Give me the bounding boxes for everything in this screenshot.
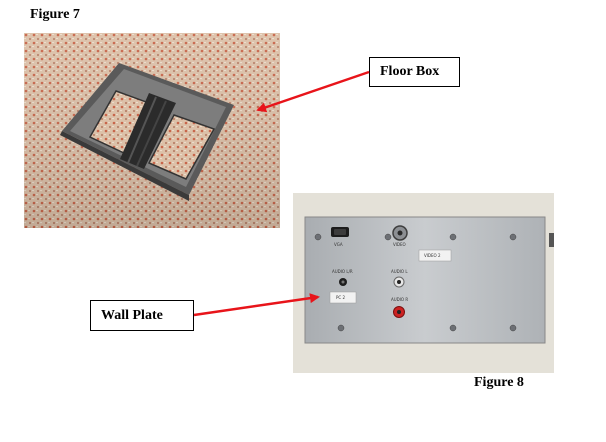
figure-7-caption: Figure 7	[30, 7, 80, 22]
screw-icons	[314, 233, 517, 332]
floor-box-photo	[24, 33, 280, 228]
plate-label-video: VIDEO	[393, 242, 406, 247]
plate-label-pc2: PC 2	[336, 295, 345, 300]
wall-plate: VGA VIDEO VIDEO 2 AUDIO L/R AUDIO L PC 2…	[304, 216, 546, 344]
plate-label-audio-lr: AUDIO L/R	[332, 269, 353, 274]
floor-box	[60, 63, 234, 201]
wall-plate-photo: VGA VIDEO VIDEO 2 AUDIO L/R AUDIO L PC 2…	[293, 193, 554, 373]
plate-label-audio-l: AUDIO L	[391, 269, 408, 274]
plate-label-audio-r: AUDIO R	[391, 297, 408, 302]
floor-box-callout: Floor Box	[369, 57, 460, 87]
plate-label-video2: VIDEO 2	[424, 253, 441, 258]
figure-8-caption: Figure 8	[474, 375, 524, 390]
plate-label-vga: VGA	[334, 242, 343, 247]
wall-plate-callout: Wall Plate	[90, 300, 194, 331]
